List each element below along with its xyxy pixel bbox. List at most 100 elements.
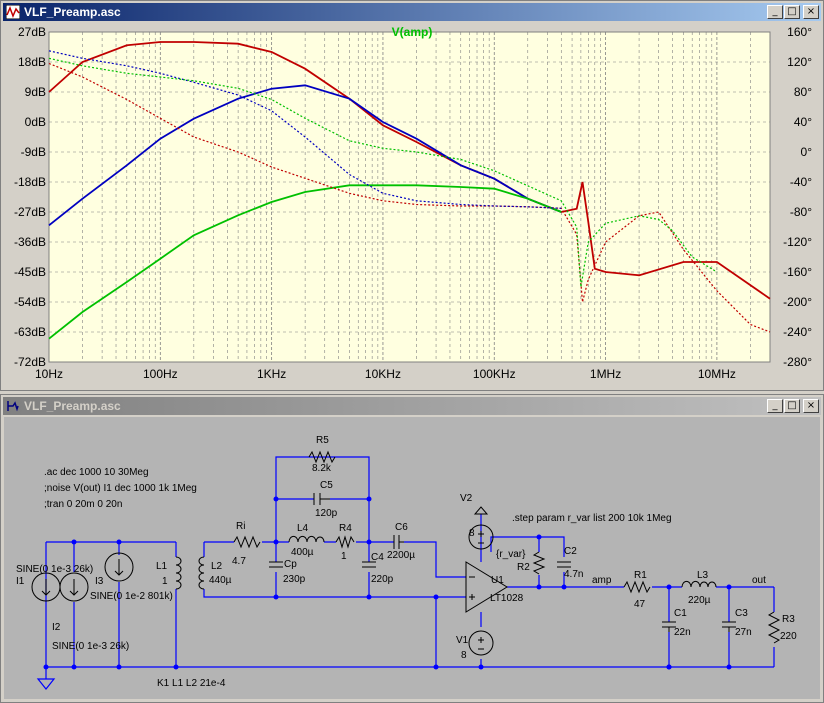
phase-trace [48, 57, 718, 288]
magnitude-trace [48, 184, 562, 340]
resistor-r3[interactable] [767, 611, 781, 644]
label-r4: R4 [339, 523, 352, 534]
label-r3: R3 [782, 614, 795, 625]
close-button[interactable]: × [803, 399, 819, 413]
label-cp: Cp [284, 559, 297, 570]
minimize-button[interactable]: _ [767, 399, 783, 413]
y-left-tick-label: -72dB [14, 355, 46, 369]
ground-symbol [36, 678, 56, 690]
current-source-i2[interactable] [59, 572, 89, 602]
junctions [43, 496, 732, 670]
value-c5: 120p [315, 508, 338, 519]
maximize-button[interactable]: □ [784, 399, 800, 413]
coupling-directive[interactable]: K1 L1 L2 21e-4 [157, 678, 226, 689]
capacitor-c1[interactable] [662, 621, 676, 632]
label-i1: I1 [16, 576, 25, 587]
voltage-source-v1[interactable] [468, 630, 494, 656]
value-r4: 1 [341, 551, 347, 562]
resistor-ri[interactable] [233, 535, 261, 549]
y-right-tick-label: -120° [783, 235, 812, 249]
y-right-tick-label: -200° [783, 295, 812, 309]
y-left-tick-label: -27dB [14, 205, 46, 219]
capacitor-cp[interactable] [269, 561, 283, 568]
y-right-tick-label: -40° [790, 175, 812, 189]
value-i1: SINE(0 1e-3 26k) [16, 564, 93, 575]
y-left-tick-label: 9dB [25, 85, 46, 99]
label-i3: I3 [95, 576, 104, 587]
resistor-r5[interactable] [308, 450, 336, 464]
value-r5: 8.2k [312, 463, 332, 474]
value-u1: LT1028 [490, 593, 524, 604]
directive-step[interactable]: .step param r_var list 200 10k 1Meg [512, 513, 672, 524]
capacitor-c6[interactable] [393, 535, 404, 549]
bode-plot[interactable]: 27dB18dB9dB0dB-9dB-18dB-27dB-36dB-45dB-5… [2, 23, 822, 389]
phase-trace [48, 50, 562, 209]
waveform-icon [6, 5, 20, 19]
label-u1: U1 [491, 575, 504, 586]
label-r2: R2 [517, 562, 530, 573]
maximize-button[interactable]: □ [784, 5, 800, 19]
value-r3: 220 [780, 631, 797, 642]
y-left-tick-label: -18dB [14, 175, 46, 189]
value-r1: 47 [634, 599, 646, 610]
magnitude-trace [48, 84, 562, 227]
label-c5: C5 [320, 480, 333, 491]
plot-grid [48, 31, 771, 363]
plot-ticks: 27dB18dB9dB0dB-9dB-18dB-27dB-36dB-45dB-5… [14, 25, 812, 381]
y-right-tick-label: 80° [794, 85, 812, 99]
value-cp: 230p [283, 574, 306, 585]
capacitor-c3[interactable] [722, 621, 736, 632]
schematic-window-titlebar[interactable]: VLF_Preamp.asc [3, 397, 821, 415]
value-v2: 8 [469, 528, 475, 539]
label-l2: L2 [211, 561, 223, 572]
schematic-window[interactable]: VLF_Preamp.asc _ □ × [0, 394, 824, 703]
voltage-source-v2[interactable] [468, 524, 494, 550]
x-tick-label: 10Hz [35, 367, 63, 381]
y-right-tick-label: -160° [783, 265, 812, 279]
inductor-l3[interactable] [681, 580, 717, 588]
value-c6: 2200µ [387, 550, 415, 561]
y-left-tick-label: -45dB [14, 265, 46, 279]
x-tick-label: 1MHz [590, 367, 621, 381]
directive-noise[interactable]: ;noise V(out) I1 dec 1000 1k 1Meg [44, 483, 197, 494]
y-right-tick-label: -240° [783, 325, 812, 339]
label-v2: V2 [460, 493, 473, 504]
schematic-canvas[interactable]: .ac dec 1000 10 30Meg ;noise V(out) I1 d… [4, 417, 820, 699]
directive-ac[interactable]: .ac dec 1000 10 30Meg [44, 467, 149, 478]
plot-area[interactable] [48, 31, 771, 363]
inductor-l1[interactable] [175, 556, 182, 590]
label-ri: Ri [236, 521, 245, 532]
close-button[interactable]: × [803, 5, 819, 19]
value-l1: 1 [162, 576, 168, 587]
y-right-tick-label: 160° [787, 25, 812, 39]
value-ri: 4.7 [232, 556, 246, 567]
y-left-tick-label: -63dB [14, 325, 46, 339]
resistor-r1[interactable] [623, 580, 651, 594]
opamp-u1[interactable] [465, 561, 508, 613]
y-left-tick-label: -54dB [14, 295, 46, 309]
schematic-icon [7, 401, 19, 412]
resistor-r2[interactable] [532, 551, 546, 575]
capacitor-c4[interactable] [362, 561, 376, 568]
label-r1: R1 [634, 570, 647, 581]
y-right-tick-label: -80° [790, 205, 812, 219]
label-l1: L1 [156, 561, 168, 572]
current-source-i3[interactable] [104, 552, 134, 582]
y-left-tick-label: -36dB [14, 235, 46, 249]
inductor-l4[interactable] [288, 535, 325, 543]
minimize-button[interactable]: _ [767, 5, 783, 19]
directive-tran[interactable]: ;tran 0 20m 0 20n [44, 499, 122, 510]
y-right-tick-label: -280° [783, 355, 812, 369]
trace-label[interactable]: V(amp) [392, 25, 433, 39]
capacitor-c2[interactable] [557, 561, 571, 568]
plot-window-titlebar[interactable]: VLF_Preamp.asc [3, 3, 821, 21]
inductor-l2[interactable] [198, 556, 205, 590]
value-v1: 8 [461, 650, 467, 661]
wires [45, 456, 775, 679]
plot-window-title: VLF_Preamp.asc [24, 5, 121, 19]
label-c6: C6 [395, 522, 408, 533]
capacitor-c5[interactable] [313, 493, 330, 505]
label-i2: I2 [52, 622, 61, 633]
resistor-r4[interactable] [335, 535, 355, 549]
